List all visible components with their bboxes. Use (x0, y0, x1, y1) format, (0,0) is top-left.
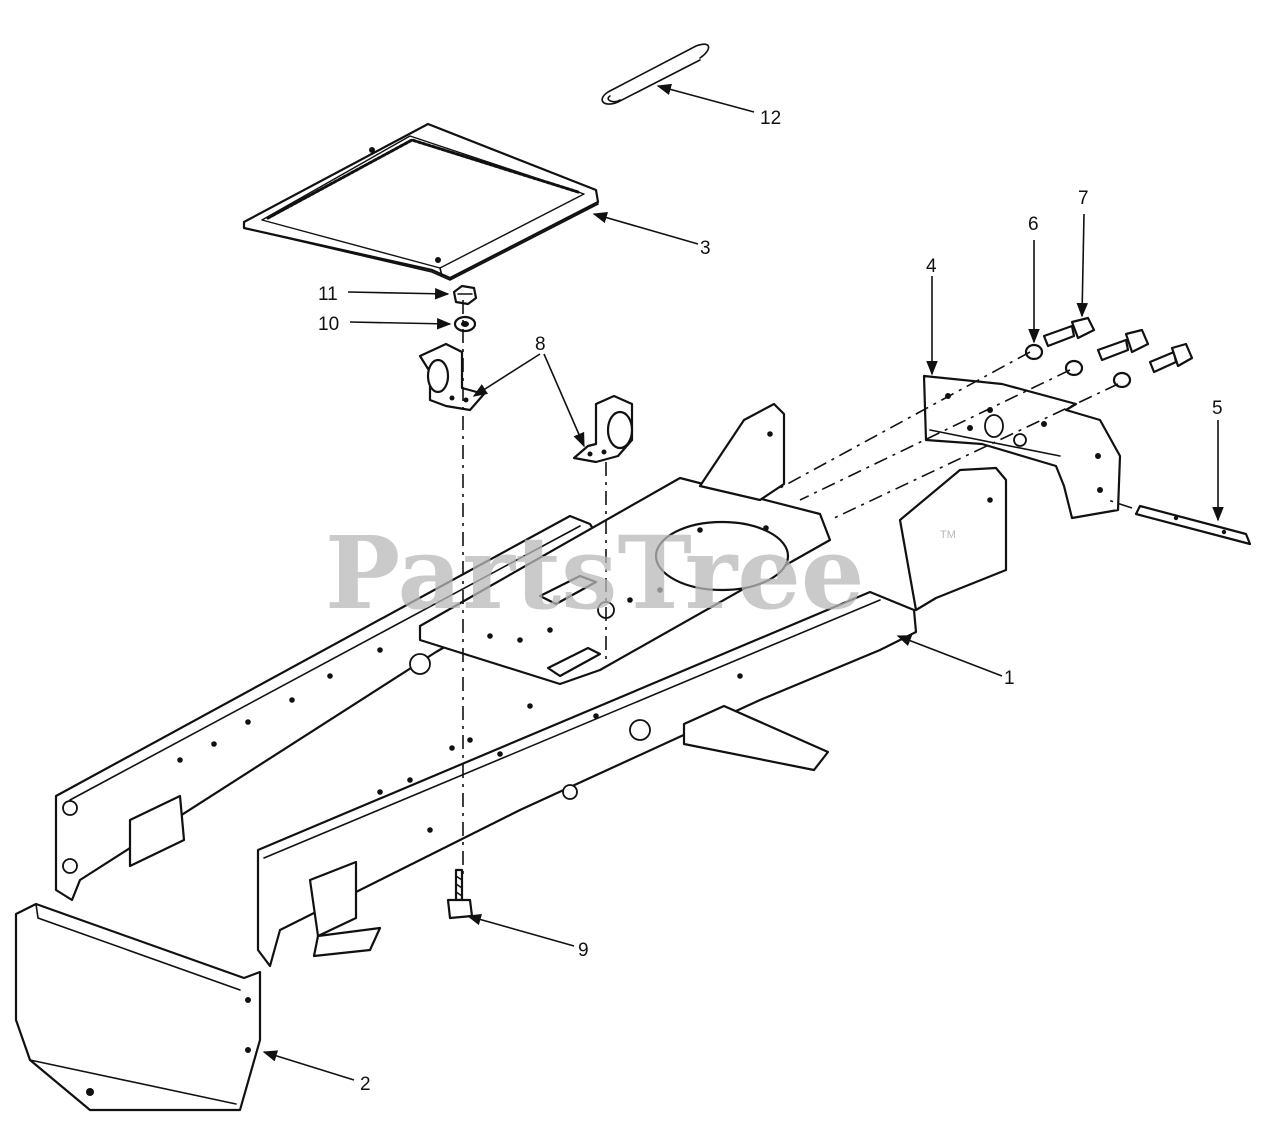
part-7-hex-bolts[interactable] (1042, 316, 1194, 374)
callout-labels: 12 3 11 10 8 4 6 7 5 1 9 2 (318, 108, 1223, 1095)
part-6-lock-washers[interactable] (1024, 343, 1132, 389)
callout-2: 2 (360, 1074, 371, 1095)
part-4-hitch-plate[interactable] (922, 374, 1122, 520)
callout-12: 12 (760, 108, 781, 129)
callout-11: 11 (318, 284, 338, 305)
callout-5: 5 (1212, 398, 1223, 419)
watermark: PartsTree TM (325, 514, 956, 632)
part-11-nut[interactable] (452, 284, 478, 306)
part-2-front-shield[interactable] (14, 902, 262, 1112)
part-3-seat-plate[interactable] (242, 122, 600, 281)
watermark-tm: TM (940, 529, 956, 541)
callout-7: 7 (1078, 188, 1089, 209)
part-8-seat-bracket-right[interactable] (572, 394, 634, 464)
callout-10: 10 (318, 314, 339, 335)
part-12-hairpin-clip[interactable] (601, 43, 710, 105)
part-9-carriage-bolt[interactable] (446, 868, 474, 920)
callout-1: 1 (1004, 668, 1015, 689)
callout-3: 3 (700, 238, 711, 259)
part-8-seat-bracket-left[interactable] (418, 342, 486, 412)
part-1-main-frame[interactable] (54, 402, 1008, 968)
watermark-text: PartsTree (325, 514, 865, 632)
callout-leaders (262, 83, 1224, 1081)
assembly-lines (462, 300, 1133, 880)
part-10-washer[interactable] (453, 315, 477, 333)
callout-4: 4 (926, 256, 937, 277)
part-5-hitch-pin[interactable] (1134, 504, 1252, 546)
callout-8: 8 (535, 334, 546, 355)
callout-6: 6 (1028, 214, 1039, 235)
callout-9: 9 (578, 940, 589, 961)
